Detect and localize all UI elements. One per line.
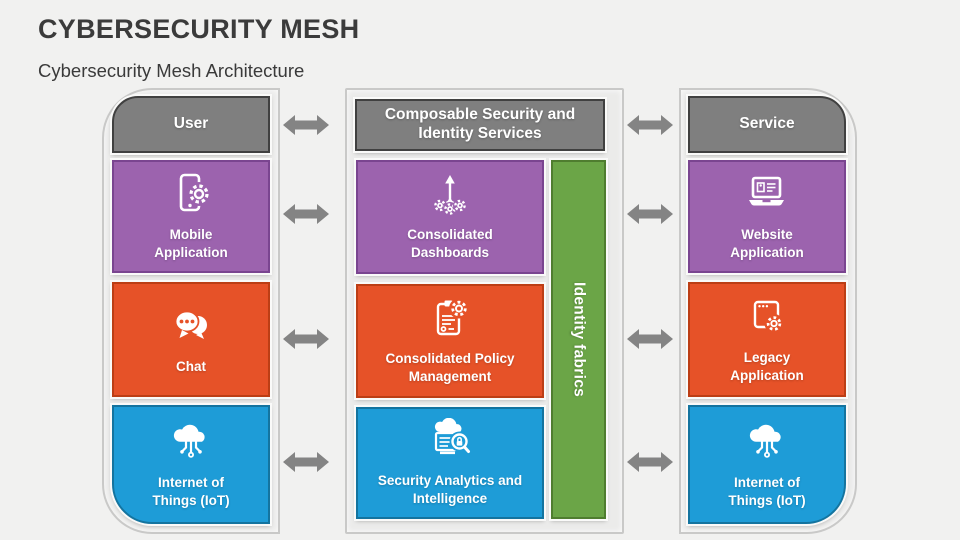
iot-box-left: Internet of Things (IoT)	[112, 405, 270, 524]
security-analytics-label: Security Analytics and Intelligence	[377, 473, 523, 506]
bidirectional-arrow-icon	[283, 451, 329, 473]
bidirectional-arrow-icon	[283, 114, 329, 136]
iot-cloud-icon	[744, 420, 790, 466]
mobile-application-label: Mobile Application	[154, 226, 228, 260]
service-header-label: Service	[739, 115, 795, 133]
chat-label: Chat	[176, 358, 206, 374]
mobile-gear-icon	[168, 172, 214, 218]
identity-fabrics-bar: Identity fabrics	[551, 160, 606, 519]
website-application-box: Website Application	[688, 160, 846, 273]
mobile-application-box: Mobile Application	[112, 160, 270, 273]
chat-icon	[168, 304, 214, 350]
consolidated-gears-icon	[427, 172, 473, 218]
analytics-search-icon	[427, 418, 473, 464]
website-application-label: Website Application	[730, 226, 804, 260]
bidirectional-arrow-icon	[627, 114, 673, 136]
policy-clipboard-icon	[427, 296, 473, 342]
iot-label-left: Internet of Things (IoT)	[152, 474, 230, 508]
page-title: CYBERSECURITY MESH	[38, 14, 360, 44]
composable-header: Composable Security and Identity Service…	[355, 99, 605, 151]
legacy-application-label: Legacy Application	[730, 349, 804, 383]
consolidated-policy-label: Consolidated Policy Management	[385, 351, 515, 384]
iot-cloud-icon	[168, 420, 214, 466]
iot-label-right: Internet of Things (IoT)	[728, 474, 806, 508]
bidirectional-arrow-icon	[283, 203, 329, 225]
user-header: User	[112, 96, 270, 153]
bidirectional-arrow-icon	[627, 328, 673, 350]
iot-box-right: Internet of Things (IoT)	[688, 405, 846, 524]
composable-header-label: Composable Security and Identity Service…	[384, 106, 576, 142]
legacy-browser-icon	[744, 295, 790, 341]
bidirectional-arrow-icon	[627, 451, 673, 473]
laptop-icon	[744, 172, 790, 218]
bidirectional-arrow-icon	[283, 328, 329, 350]
chat-box: Chat	[112, 282, 270, 397]
user-header-label: User	[173, 115, 209, 133]
consolidated-dashboards-label: Consolidated Dashboards	[407, 227, 493, 260]
consolidated-dashboards-box: Consolidated Dashboards	[356, 160, 544, 274]
page-subtitle: Cybersecurity Mesh Architecture	[38, 60, 305, 81]
identity-fabrics-label: Identity fabrics	[570, 281, 588, 398]
service-header: Service	[688, 96, 846, 153]
bidirectional-arrow-icon	[627, 203, 673, 225]
legacy-application-box: Legacy Application	[688, 282, 846, 397]
consolidated-policy-box: Consolidated Policy Management	[356, 284, 544, 398]
security-analytics-box: Security Analytics and Intelligence	[356, 407, 544, 519]
